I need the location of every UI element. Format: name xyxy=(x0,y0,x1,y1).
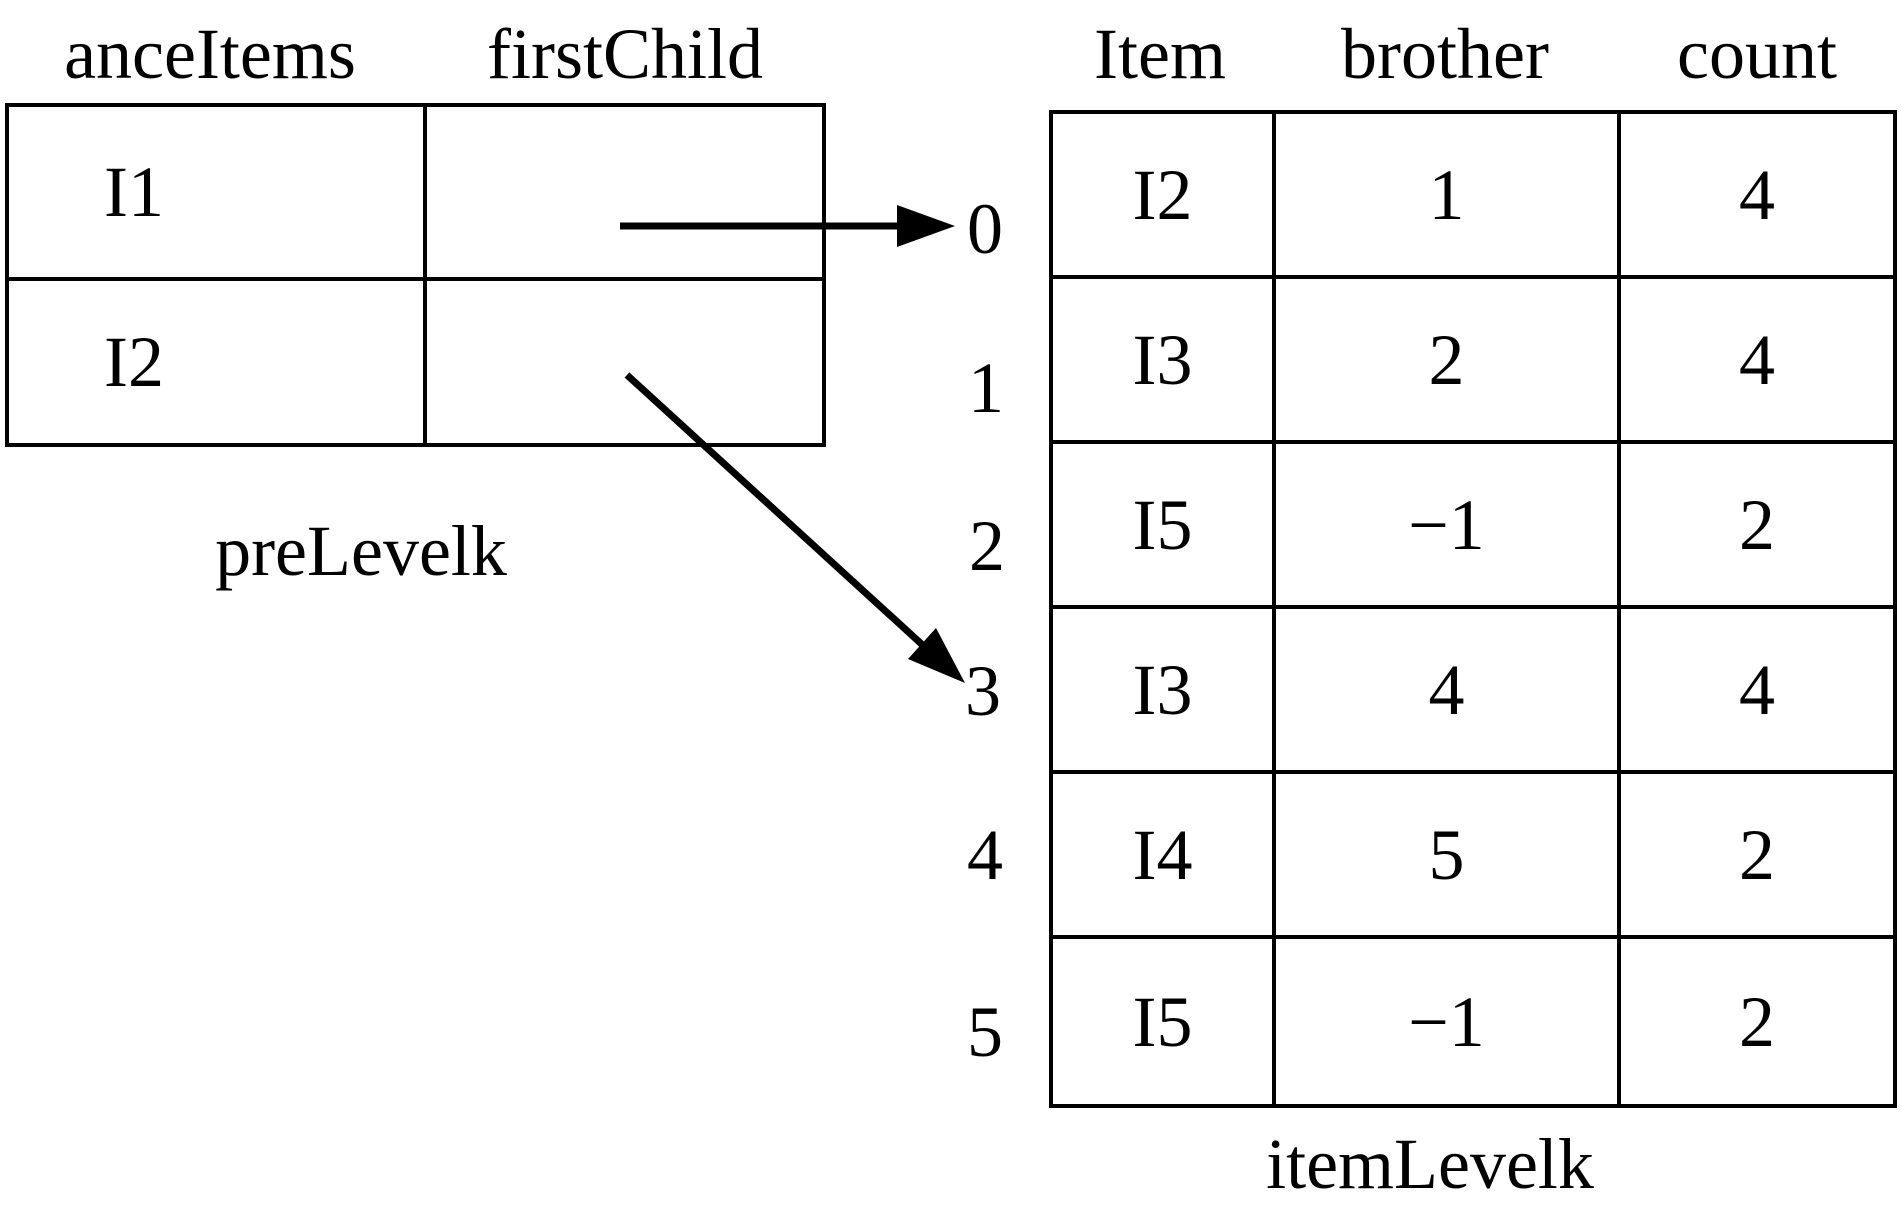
itemlevel-cell-count-row2: 2 xyxy=(1621,444,1893,609)
right-table-header-item: Item xyxy=(1094,14,1226,94)
itemlevel-cell-brother-row0: 1 xyxy=(1276,114,1621,279)
left-table-header-anceitems: anceItems xyxy=(64,14,356,94)
itemlevel-cell-brother-row2: −1 xyxy=(1276,444,1621,609)
row-index-5: 5 xyxy=(967,992,1003,1072)
itemlevel-cell-count-row1: 4 xyxy=(1621,279,1893,444)
arrowhead-icon xyxy=(908,628,965,683)
itemlevel-cell-count-row5: 2 xyxy=(1739,981,1775,1062)
itemlevel-cell-brother-row5: −1 xyxy=(1276,939,1621,1104)
itemlevel-cell-count-row3: 4 xyxy=(1621,609,1893,774)
right-table-header-count: count xyxy=(1677,14,1837,94)
itemlevel-cell-item-row5: I5 xyxy=(1053,939,1276,1104)
itemlevel-cell-item-row1: I3 xyxy=(1053,279,1276,444)
prelevel-cell-anceitems-row0: I1 xyxy=(9,107,427,281)
row-index-0: 0 xyxy=(967,189,1003,269)
itemlevel-cell-item-row0: I2 xyxy=(1053,114,1276,279)
arrowhead-icon xyxy=(897,205,955,247)
row-index-3: 3 xyxy=(965,651,1001,731)
prelevel-cell-firstchild-row0 xyxy=(427,107,822,281)
row-index-2: 2 xyxy=(969,506,1005,586)
itemlevel-cell-item-row3: I3 xyxy=(1053,609,1276,774)
prelevel-cell-anceitems-row1: I2 xyxy=(9,281,427,443)
itemlevel-cell-count-row4: 2 xyxy=(1621,774,1893,939)
itemlevel-cell-brother-row4: 5 xyxy=(1276,774,1621,939)
right-table-header-brother: brother xyxy=(1341,14,1549,94)
row-index-4: 4 xyxy=(967,815,1003,895)
itemlevel-cell-count-row0: 4 xyxy=(1621,114,1893,279)
itemlevel-cell-brother-row1: 2 xyxy=(1276,279,1621,444)
itemlevel-table: I2 1 4 I3 2 4 I5 −1 2 I3 4 4 I4 5 2 I5 −… xyxy=(1049,110,1897,1108)
prelevel-cell-firstchild-row1 xyxy=(427,281,822,443)
itemlevel-cell-brother-row3: 4 xyxy=(1276,609,1621,774)
prelevel-table: I1 I2 xyxy=(5,103,826,447)
itemlevel-caption: itemLevelk xyxy=(1266,1124,1594,1204)
left-table-header-firstchild: firstChild xyxy=(486,14,764,94)
row-index-1: 1 xyxy=(968,348,1004,428)
prelevel-caption: preLevelk xyxy=(215,511,507,591)
itemlevel-cell-item-row2: I5 xyxy=(1053,444,1276,609)
itemlevel-cell-item-row4: I4 xyxy=(1053,774,1276,939)
